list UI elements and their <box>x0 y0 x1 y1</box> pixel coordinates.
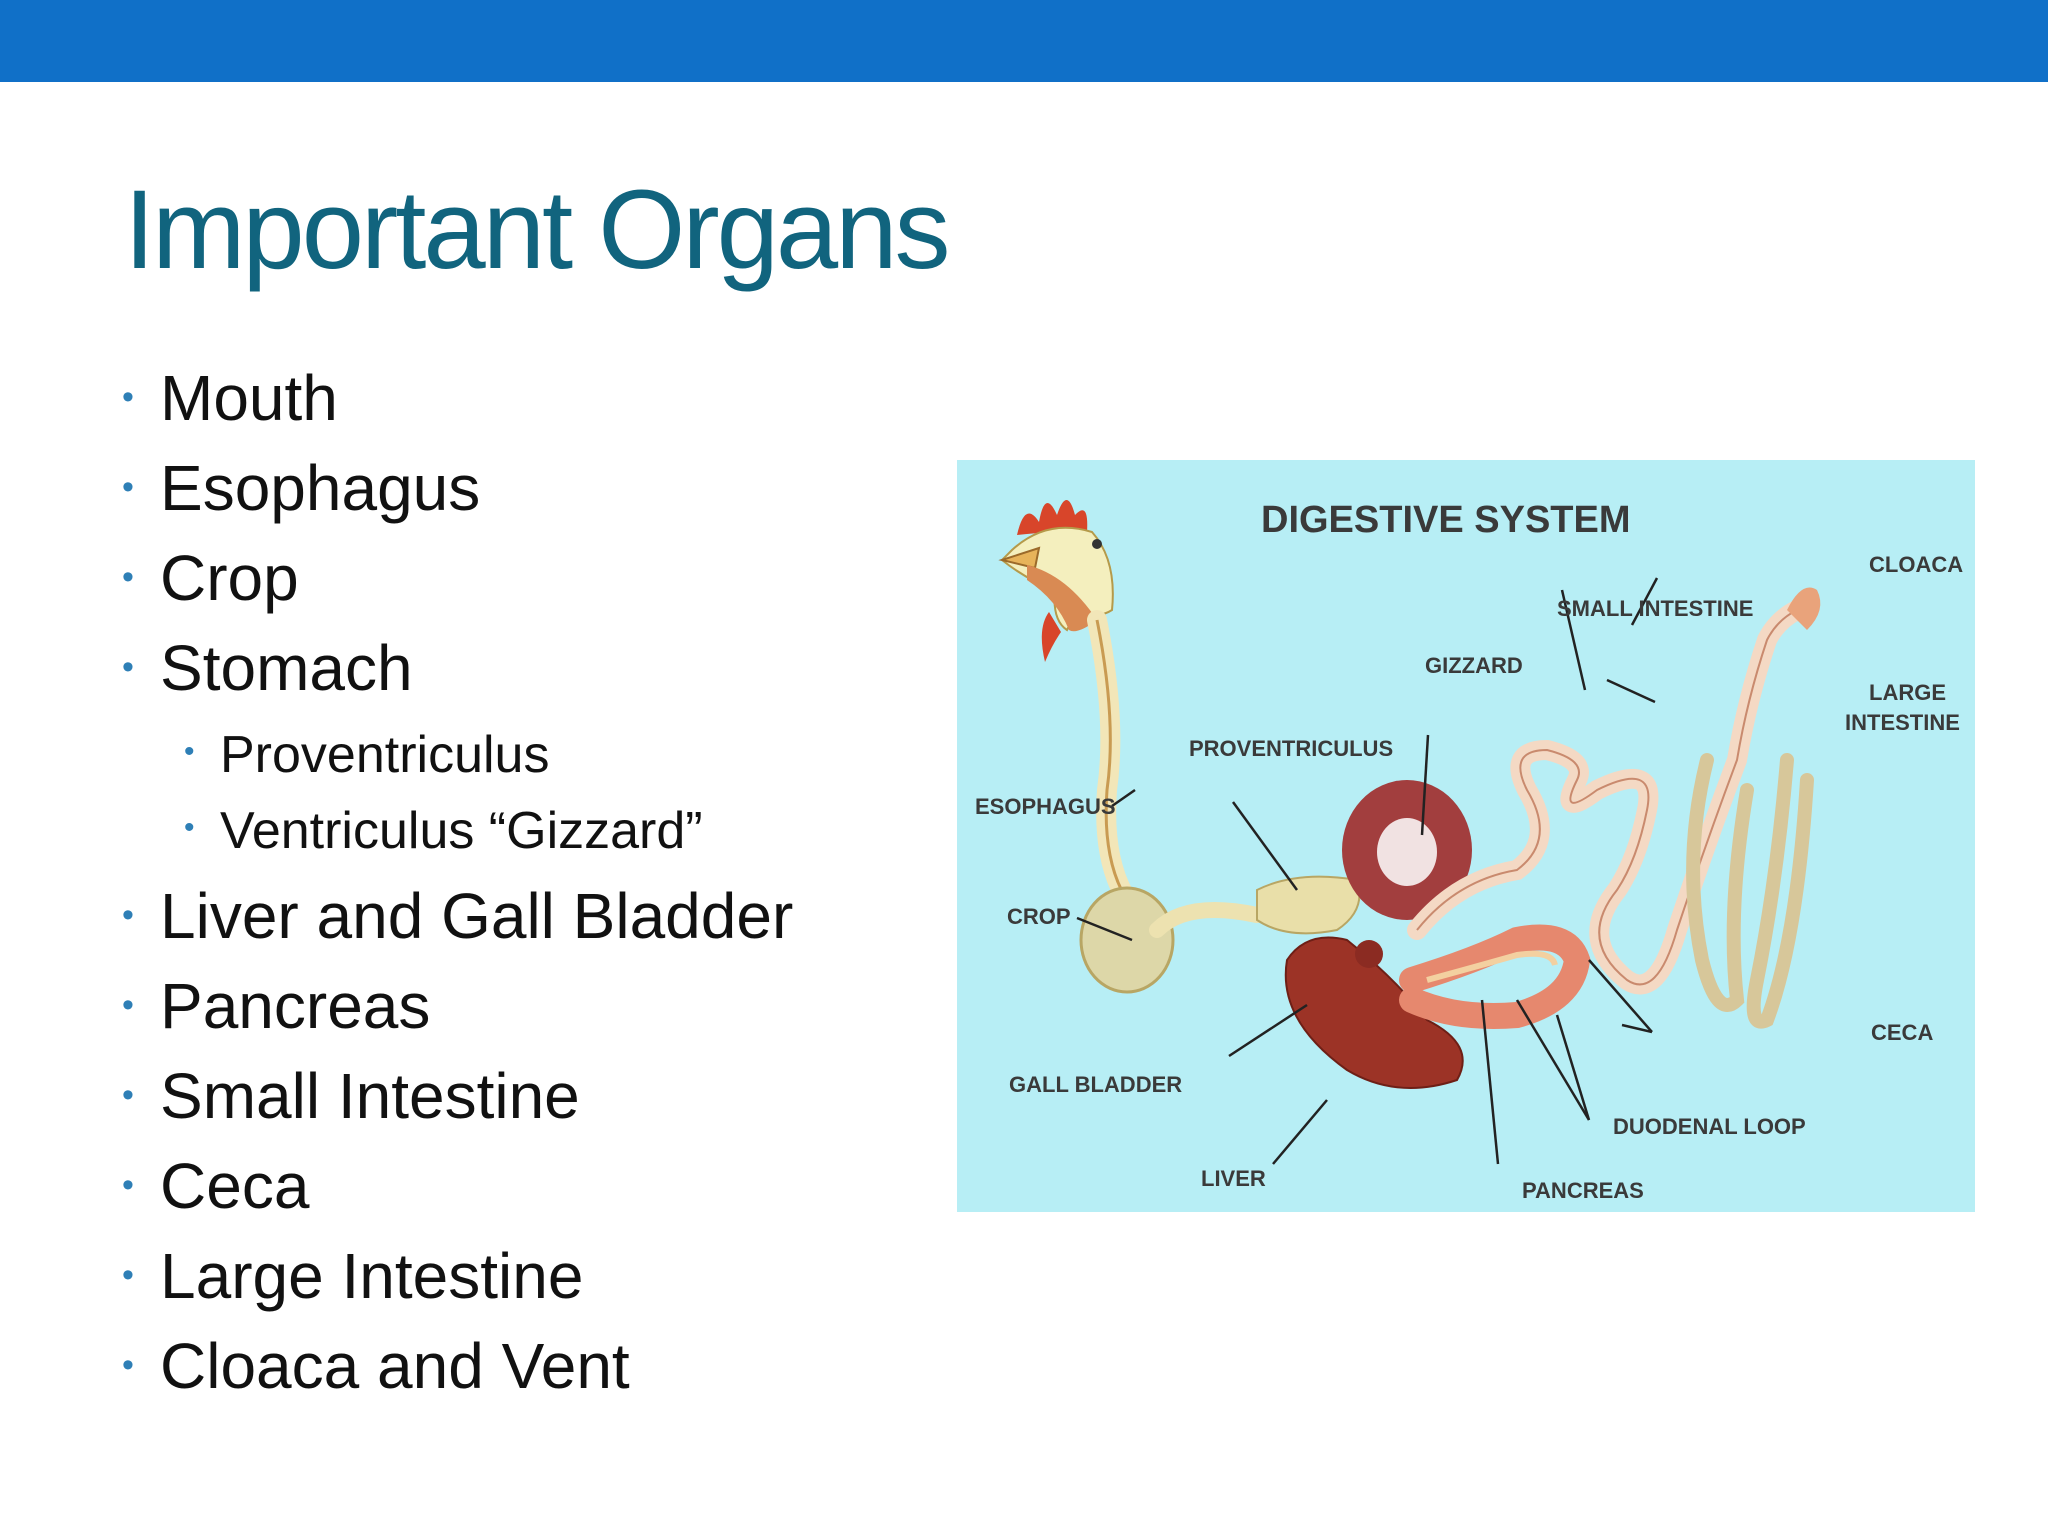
beak-shape <box>998 546 1041 570</box>
proventriculus-shape <box>1256 875 1361 935</box>
label-large-intestine-line2: INTESTINE <box>1845 710 1960 735</box>
esophagus-outline <box>1095 619 1129 901</box>
sub-bullet-item: •Ventriculus “Gizzard” <box>184 800 703 865</box>
bullet-item: •Small Intestine <box>122 1058 580 1139</box>
bullet-dot-icon: • <box>122 558 134 597</box>
bullet-dot-icon: • <box>122 648 134 687</box>
label-large-intestine-line1: LARGE <box>1869 680 1946 705</box>
label-gizzard: GIZZARD <box>1425 653 1523 678</box>
bullet-item: •Esophagus <box>122 450 480 531</box>
label-cloaca: CLOACA <box>1869 552 1963 577</box>
liver-shape <box>1284 936 1464 1089</box>
ceca-left-shape <box>1686 753 1754 1012</box>
wattle-shape <box>1041 612 1061 662</box>
pancreas-shape <box>1426 950 1558 983</box>
top-accent-bar <box>0 0 2048 82</box>
bullet-dot-icon: • <box>122 1166 134 1205</box>
bullet-dot-icon: • <box>122 896 134 935</box>
crop-shape <box>1079 886 1175 994</box>
label-pancreas: PANCREAS <box>1522 1178 1644 1203</box>
small-intestine-outline <box>1416 609 1798 986</box>
bullet-item: •Mouth <box>122 360 338 441</box>
bullet-item: •Stomach <box>122 630 413 711</box>
digestive-system-diagram: DIGESTIVE SYSTEM CLOACA SMALL INTESTINE … <box>957 460 1975 1212</box>
bullet-dot-icon: • <box>122 1346 134 1385</box>
bullet-dot-icon: • <box>122 468 134 507</box>
chicken-eye <box>1092 539 1102 549</box>
label-crop: CROP <box>1007 904 1071 929</box>
bullet-dot-icon: • <box>184 735 195 769</box>
bullet-dot-icon: • <box>184 811 195 845</box>
label-duodenal-loop: DUODENAL LOOP <box>1613 1114 1806 1139</box>
bullet-dot-icon: • <box>122 378 134 417</box>
label-ceca: CECA <box>1871 1020 1933 1045</box>
comb-shape <box>1017 500 1088 535</box>
cloaca-shape <box>1787 587 1821 630</box>
bullet-item: •Crop <box>122 540 299 621</box>
bullet-dot-icon: • <box>122 1076 134 1115</box>
sub-bullet-item: •Proventriculus <box>184 724 549 789</box>
bullet-item: •Ceca <box>122 1148 309 1229</box>
label-esophagus: ESOPHAGUS <box>975 794 1116 819</box>
gizzard-highlight <box>1377 818 1437 886</box>
label-liver: LIVER <box>1201 1166 1266 1191</box>
label-gall-bladder: GALL BLADDER <box>1009 1072 1182 1097</box>
gall-bladder-shape <box>1355 940 1383 968</box>
digestive-system-illustration: DIGESTIVE SYSTEM CLOACA SMALL INTESTINE … <box>975 499 1963 1203</box>
label-small-intestine: SMALL INTESTINE <box>1557 596 1753 621</box>
duodenal-loop-shape <box>1399 924 1591 1029</box>
ceca-right-shape <box>1746 753 1814 1029</box>
bullet-item: •Large Intestine <box>122 1238 583 1319</box>
leader-lines <box>1076 577 1659 1165</box>
label-proventriculus: PROVENTRICULUS <box>1189 736 1393 761</box>
diagram-title: DIGESTIVE SYSTEM <box>1261 499 1631 541</box>
bullet-item: •Liver and Gall Bladder <box>122 878 793 959</box>
bullet-item: •Pancreas <box>122 968 430 1049</box>
mouth-shape <box>1027 565 1097 632</box>
slide-title: Important Organs <box>124 167 950 292</box>
bullet-item: •Cloaca and Vent <box>122 1328 630 1409</box>
bullet-dot-icon: • <box>122 1256 134 1295</box>
bullet-dot-icon: • <box>122 986 134 1025</box>
